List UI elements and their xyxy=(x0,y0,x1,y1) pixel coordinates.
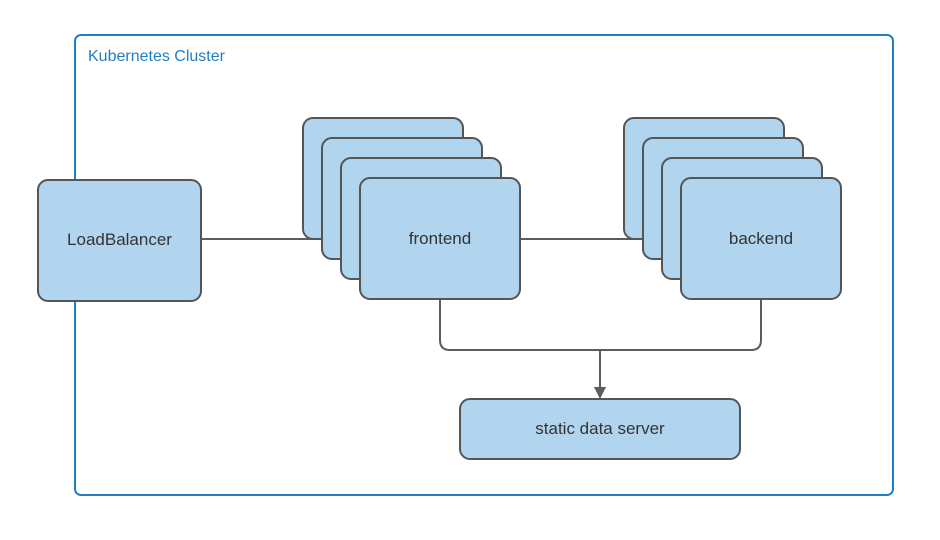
edge-line-frontend-static xyxy=(439,299,600,351)
loadbalancer-box xyxy=(37,179,202,302)
edge-frontend-to-static[interactable] xyxy=(439,299,600,351)
edge-line-backend-static xyxy=(600,299,762,351)
node-static-data-server[interactable]: static data server xyxy=(459,398,741,460)
edge-backend-to-static[interactable] xyxy=(600,299,762,351)
edge-merge-to-static[interactable] xyxy=(594,350,606,399)
frontend-replica-card-1 xyxy=(359,177,521,300)
node-frontend[interactable]: frontend xyxy=(302,117,521,300)
cluster-label: Kubernetes Cluster xyxy=(88,48,226,65)
edge-layer-lower xyxy=(439,299,762,399)
static-data-server-box xyxy=(459,398,741,460)
backend-replica-card-1 xyxy=(680,177,842,300)
node-backend[interactable]: backend xyxy=(623,117,842,300)
node-loadbalancer[interactable]: LoadBalancer xyxy=(37,179,202,302)
arrowhead-static-data-server xyxy=(594,387,606,399)
